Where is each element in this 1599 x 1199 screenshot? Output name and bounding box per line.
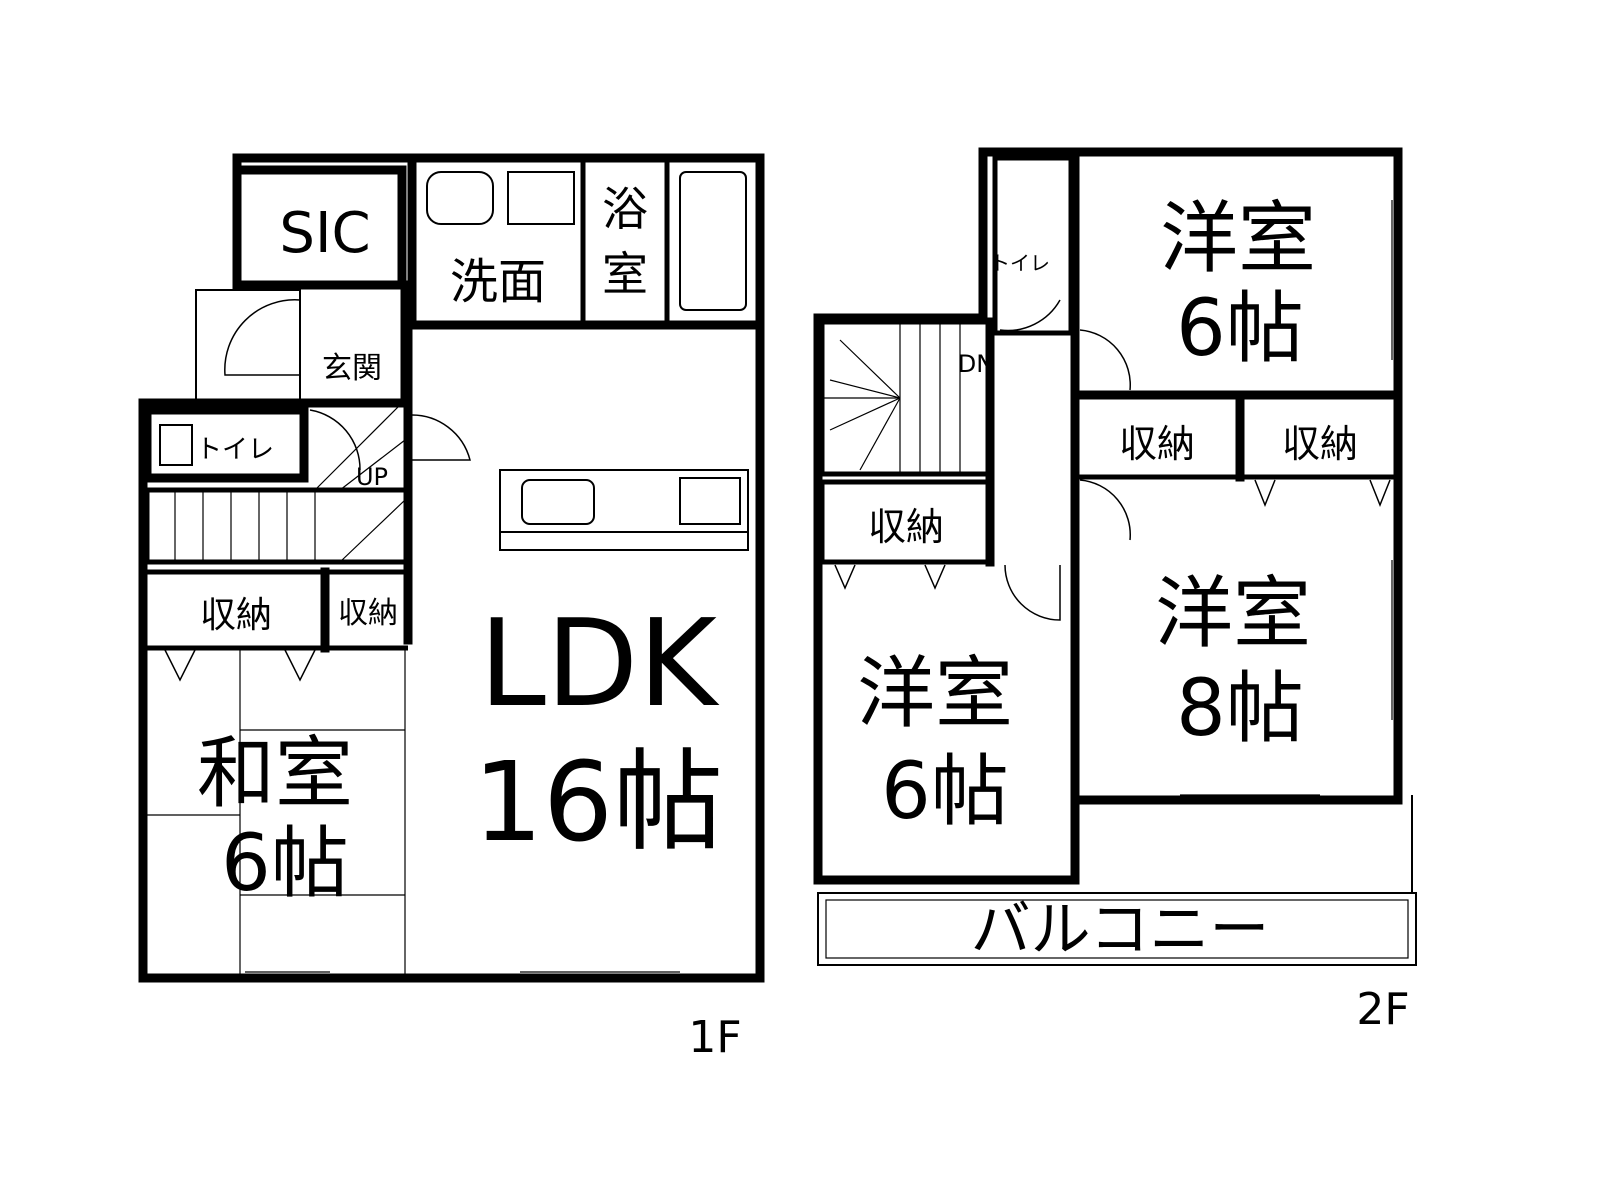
- balcony: [817, 892, 1417, 966]
- wash-basin: [426, 171, 494, 225]
- label-youshitsu-ne-size: 6帖: [1176, 284, 1304, 374]
- storage-doors: [164, 649, 316, 682]
- label-dn: DN: [958, 350, 994, 378]
- labels-2f: トイレ DN 洋室 6帖 収納 収納 収納 洋室 6帖 洋室 8帖 バルコニー …: [857, 194, 1410, 1035]
- label-youshitsu-ne: 洋室: [1160, 194, 1316, 284]
- labels-1f: SIC 洗面 浴 室 玄関 トイレ UP 収納 収納 LDK 16帖 和室 6帖…: [196, 182, 742, 1063]
- se-room-door: [1079, 479, 1131, 541]
- label-entrance: 玄関: [322, 351, 382, 386]
- label-ldk: LDK: [479, 595, 720, 734]
- toilet-2f-door: [999, 299, 1061, 332]
- label-washitsu: 和室: [197, 729, 353, 819]
- sic-room: [232, 165, 407, 290]
- label-storage-1f-b: 収納: [338, 596, 398, 631]
- label-storage-2f-a: 収納: [1119, 422, 1195, 466]
- label-washroom: 洗面: [450, 254, 546, 310]
- label-storage-1f-a: 収納: [200, 595, 272, 636]
- label-ldk-size: 16帖: [473, 738, 723, 866]
- kitchen-stove: [679, 477, 741, 525]
- floor-2f-plan: [813, 147, 1417, 966]
- toilet-2f: [992, 155, 1074, 336]
- entry-outline: [195, 289, 301, 400]
- label-youshitsu-se: 洋室: [1155, 569, 1311, 659]
- label-balcony: バルコニー: [971, 895, 1270, 965]
- stair-1f-treads: [174, 399, 406, 563]
- label-floor-1f: 1F: [688, 1012, 741, 1063]
- stair-1f: [144, 487, 410, 565]
- 2f-outer-wall: [813, 147, 1403, 885]
- stair-2f-treads: [822, 322, 961, 474]
- toilet-door-swing: [309, 409, 361, 471]
- ldk-door-swing: [409, 414, 471, 461]
- label-youshitsu-sw: 洋室: [857, 649, 1013, 739]
- label-storage-2f-b: 収納: [1282, 422, 1358, 466]
- label-toilet-1f: トイレ: [196, 435, 274, 465]
- label-up: UP: [356, 463, 388, 491]
- kitchen-backsplash: [499, 531, 749, 551]
- label-bath-1: 浴: [602, 182, 648, 236]
- bathtub: [679, 171, 747, 311]
- label-youshitsu-sw-size: 6帖: [881, 747, 1009, 837]
- toilet-fixture: [159, 424, 193, 466]
- floor-1f-plan: [138, 153, 765, 983]
- tatami-lines: [147, 650, 406, 975]
- entry-door-swing: [224, 299, 301, 376]
- storage-2f-west-doors: [834, 564, 946, 590]
- label-toilet-2f: トイレ: [990, 251, 1050, 275]
- label-washitsu-size: 6帖: [221, 819, 349, 909]
- label-sic: SIC: [279, 201, 370, 266]
- storage-2f-west: [819, 479, 993, 565]
- washer-space: [507, 171, 575, 225]
- label-youshitsu-se-size: 8帖: [1176, 664, 1304, 754]
- sw-room-door: [1004, 564, 1061, 621]
- storage-2f-doors: [1254, 479, 1391, 508]
- toilet-room: [142, 405, 309, 483]
- label-floor-2f: 2F: [1356, 984, 1409, 1035]
- label-bath-2: 室: [602, 247, 648, 301]
- kitchen-sink: [521, 479, 595, 525]
- ne-room-door: [1079, 329, 1131, 391]
- label-storage-2f-c: 収納: [868, 505, 944, 549]
